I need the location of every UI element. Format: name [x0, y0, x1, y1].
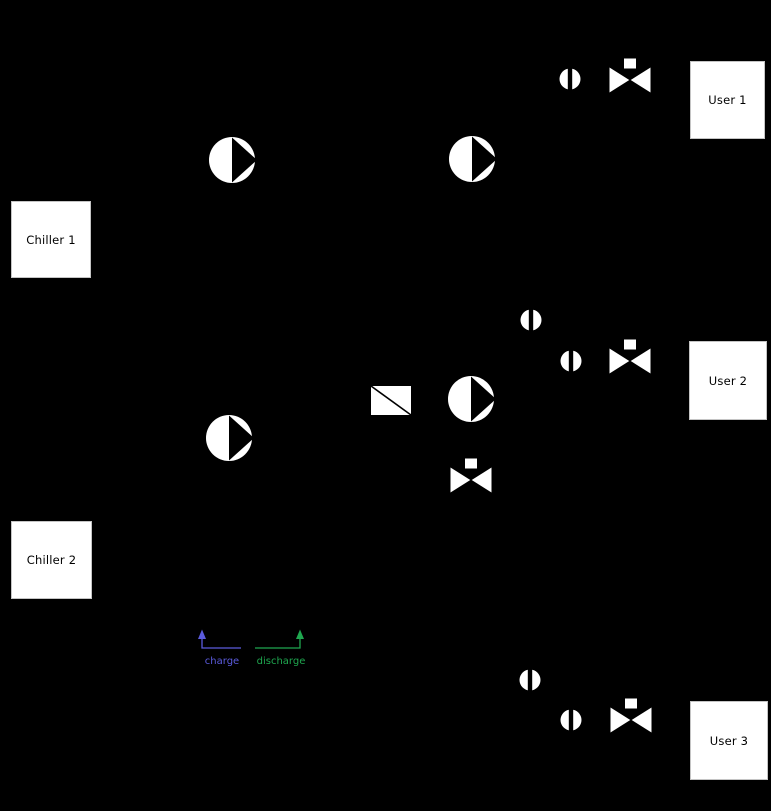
- discharge-arrow-icon: [255, 629, 304, 649]
- chiller-2-label: Chiller 2: [26, 553, 77, 567]
- user-1-box: User 1: [690, 61, 765, 139]
- valve-icon-user-2: [609, 339, 651, 374]
- chiller-1-box: Chiller 1: [11, 201, 91, 278]
- flow-sensor-icon-user-3-b: [560, 709, 582, 731]
- flow-sensor-icon-user-2-b: [560, 350, 582, 372]
- storage-tank-icon: [370, 385, 412, 416]
- pump-icon-supply-top: [449, 136, 497, 182]
- pump-icon-chiller-2: [206, 415, 254, 461]
- pump-icon-supply-mid: [448, 376, 496, 422]
- flow-sensor-icon-user-2-a: [520, 309, 542, 331]
- user-2-label: User 2: [708, 373, 748, 388]
- chiller-1-label: Chiller 1: [26, 232, 76, 247]
- flow-sensor-icon-user-3-a: [519, 669, 541, 691]
- flow-sensor-icon-user-1: [559, 68, 581, 90]
- user-2-box: User 2: [689, 341, 767, 420]
- discharge-label: discharge: [257, 656, 306, 667]
- charge-label: charge: [205, 656, 239, 667]
- user-3-box: User 3: [690, 701, 768, 780]
- valve-icon-user-3: [610, 698, 652, 733]
- chiller-2-box: Chiller 2: [11, 521, 92, 599]
- user-3-label: User 3: [709, 733, 749, 748]
- user-1-label: User 1: [708, 93, 747, 107]
- valve-icon-user-1: [609, 58, 651, 93]
- charge-arrow-icon: [198, 629, 241, 649]
- valve-icon-storage: [450, 458, 492, 493]
- pump-icon-chiller-1: [209, 137, 257, 183]
